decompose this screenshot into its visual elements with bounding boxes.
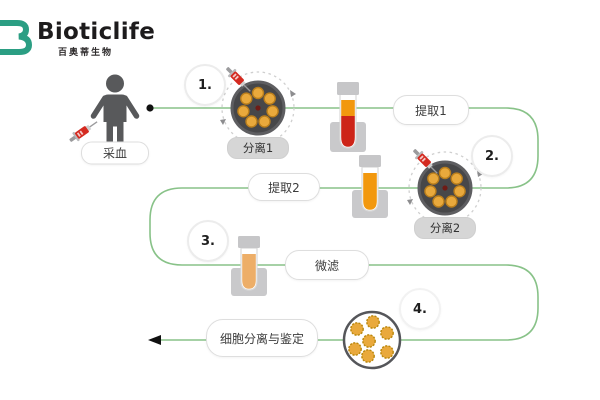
step-circle-1: 1. — [184, 64, 226, 106]
petri-dish-icon — [342, 310, 402, 370]
microfiltration-label: 微滤 — [285, 250, 369, 280]
step-circle-3: 3. — [187, 220, 229, 262]
separation2-label: 分离2 — [414, 217, 476, 239]
bioticlife-logo-icon — [0, 20, 33, 55]
cell-separation-label: 细胞分离与鉴定 — [206, 319, 318, 357]
test-tube-2-icon — [359, 155, 381, 212]
person-icon — [90, 74, 140, 148]
blood-draw-label: 采血 — [81, 141, 149, 165]
extraction1-label: 提取1 — [393, 95, 469, 125]
brand-name: Bioticlife — [37, 19, 156, 45]
test-tube-1-icon — [337, 82, 359, 149]
brand-name-cn: 百奥蒂生物 — [58, 48, 114, 58]
step-circle-2: 2. — [471, 135, 513, 177]
extraction2-label: 提取2 — [248, 173, 320, 201]
flow-path — [149, 107, 539, 341]
flow-arrowhead-icon — [148, 335, 161, 345]
flow-start-dot — [146, 104, 154, 112]
test-tube-3-icon — [238, 236, 260, 291]
separation1-label: 分离1 — [227, 137, 289, 159]
step-circle-4: 4. — [399, 288, 441, 330]
